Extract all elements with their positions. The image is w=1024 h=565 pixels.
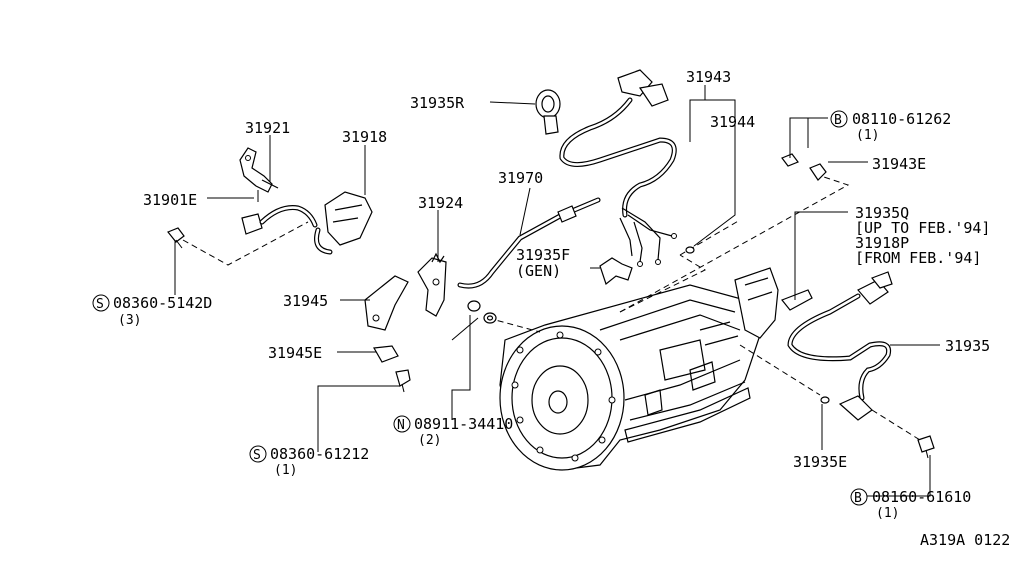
fastener-qty: (1): [274, 463, 297, 478]
part-31921-sensor: [239, 147, 279, 193]
fastener-number: 08360-61212: [270, 445, 369, 463]
part-31970-tube: [457, 197, 601, 289]
part-31945E-clamp: [373, 345, 399, 363]
bolt-08110-61262: [781, 153, 799, 167]
transmission-assembly: [499, 267, 779, 471]
part-31935-harness: [787, 271, 893, 421]
callout-31945E: 31945E: [268, 344, 322, 362]
callout-31944: 31944: [710, 113, 755, 131]
callout-31901E: 31901E: [143, 191, 197, 209]
bolt-08160-61610: [917, 435, 935, 459]
part-31943E-clip: [809, 163, 827, 181]
callout-31918P: 31918P: [855, 234, 909, 252]
fastener-08360-61212: S 08360-61212 (1): [249, 445, 369, 478]
part-31918-harness: [241, 191, 373, 255]
callout-31918P-note: [FROM FEB.'94]: [855, 249, 981, 267]
fastener-number: 08360-5142D: [113, 294, 212, 312]
fastener-08160-61610: B 08160-61610 (1): [850, 488, 971, 521]
leader-lines: [174, 85, 940, 497]
fastener-number: 08911-34410: [414, 415, 513, 433]
bolt-08360-5142D: [167, 227, 185, 249]
callout-31935: 31935: [945, 337, 990, 355]
callout-31924: 31924: [418, 194, 463, 212]
fastener-qty: (3): [118, 313, 141, 328]
fastener-prefix: S: [253, 448, 261, 463]
part-31924-lever: [417, 252, 447, 317]
fastener-08110-61262: B 08110-61262 (1): [830, 110, 951, 143]
callout-31935F: 31935F: [516, 246, 570, 264]
callouts: 31921 31918 31901E 31924 31970 31935R 31…: [143, 68, 990, 471]
callout-31935Q: 31935Q: [855, 204, 909, 222]
callout-31935Q-note: [UP TO FEB.'94]: [855, 219, 990, 237]
fastener-qty: (1): [856, 128, 879, 143]
callout-31935E: 31935E: [793, 453, 847, 471]
nut-08911-34410: [467, 300, 497, 324]
part-31935Q-bracket: [781, 289, 813, 311]
part-31943-harness: [559, 69, 677, 267]
fastener-qty: (1): [876, 506, 899, 521]
part-31944-oring: [685, 246, 695, 254]
fastener-prefix: S: [96, 297, 104, 312]
callout-31918: 31918: [342, 128, 387, 146]
callout-31921: 31921: [245, 119, 290, 137]
fastener-prefix: B: [854, 491, 862, 506]
callout-31935F-note: (GEN): [516, 262, 561, 280]
fastener-number: 08160-61610: [872, 488, 971, 506]
diagram-code: A319A 0122: [920, 531, 1010, 549]
fastener-qty: (2): [418, 433, 441, 448]
callout-31935R: 31935R: [410, 94, 465, 112]
fastener-prefix: B: [834, 113, 842, 128]
callout-31943E: 31943E: [872, 155, 926, 173]
fastener-08911-34410: N 08911-34410 (2): [393, 415, 513, 448]
callout-31943: 31943: [686, 68, 731, 86]
fastener-number: 08110-61262: [852, 110, 951, 128]
bolt-08360-61212: [395, 369, 411, 393]
part-31935R-clip: [535, 89, 561, 135]
callout-31970: 31970: [498, 169, 543, 187]
part-31935F-bracket: [599, 257, 633, 286]
fastener-prefix: N: [397, 418, 405, 433]
part-31935E-oring: [820, 396, 830, 404]
fastener-08360-5142D: S 08360-5142D (3): [92, 294, 212, 328]
part-31945-bracket: [364, 275, 409, 331]
callout-31945: 31945: [283, 292, 328, 310]
